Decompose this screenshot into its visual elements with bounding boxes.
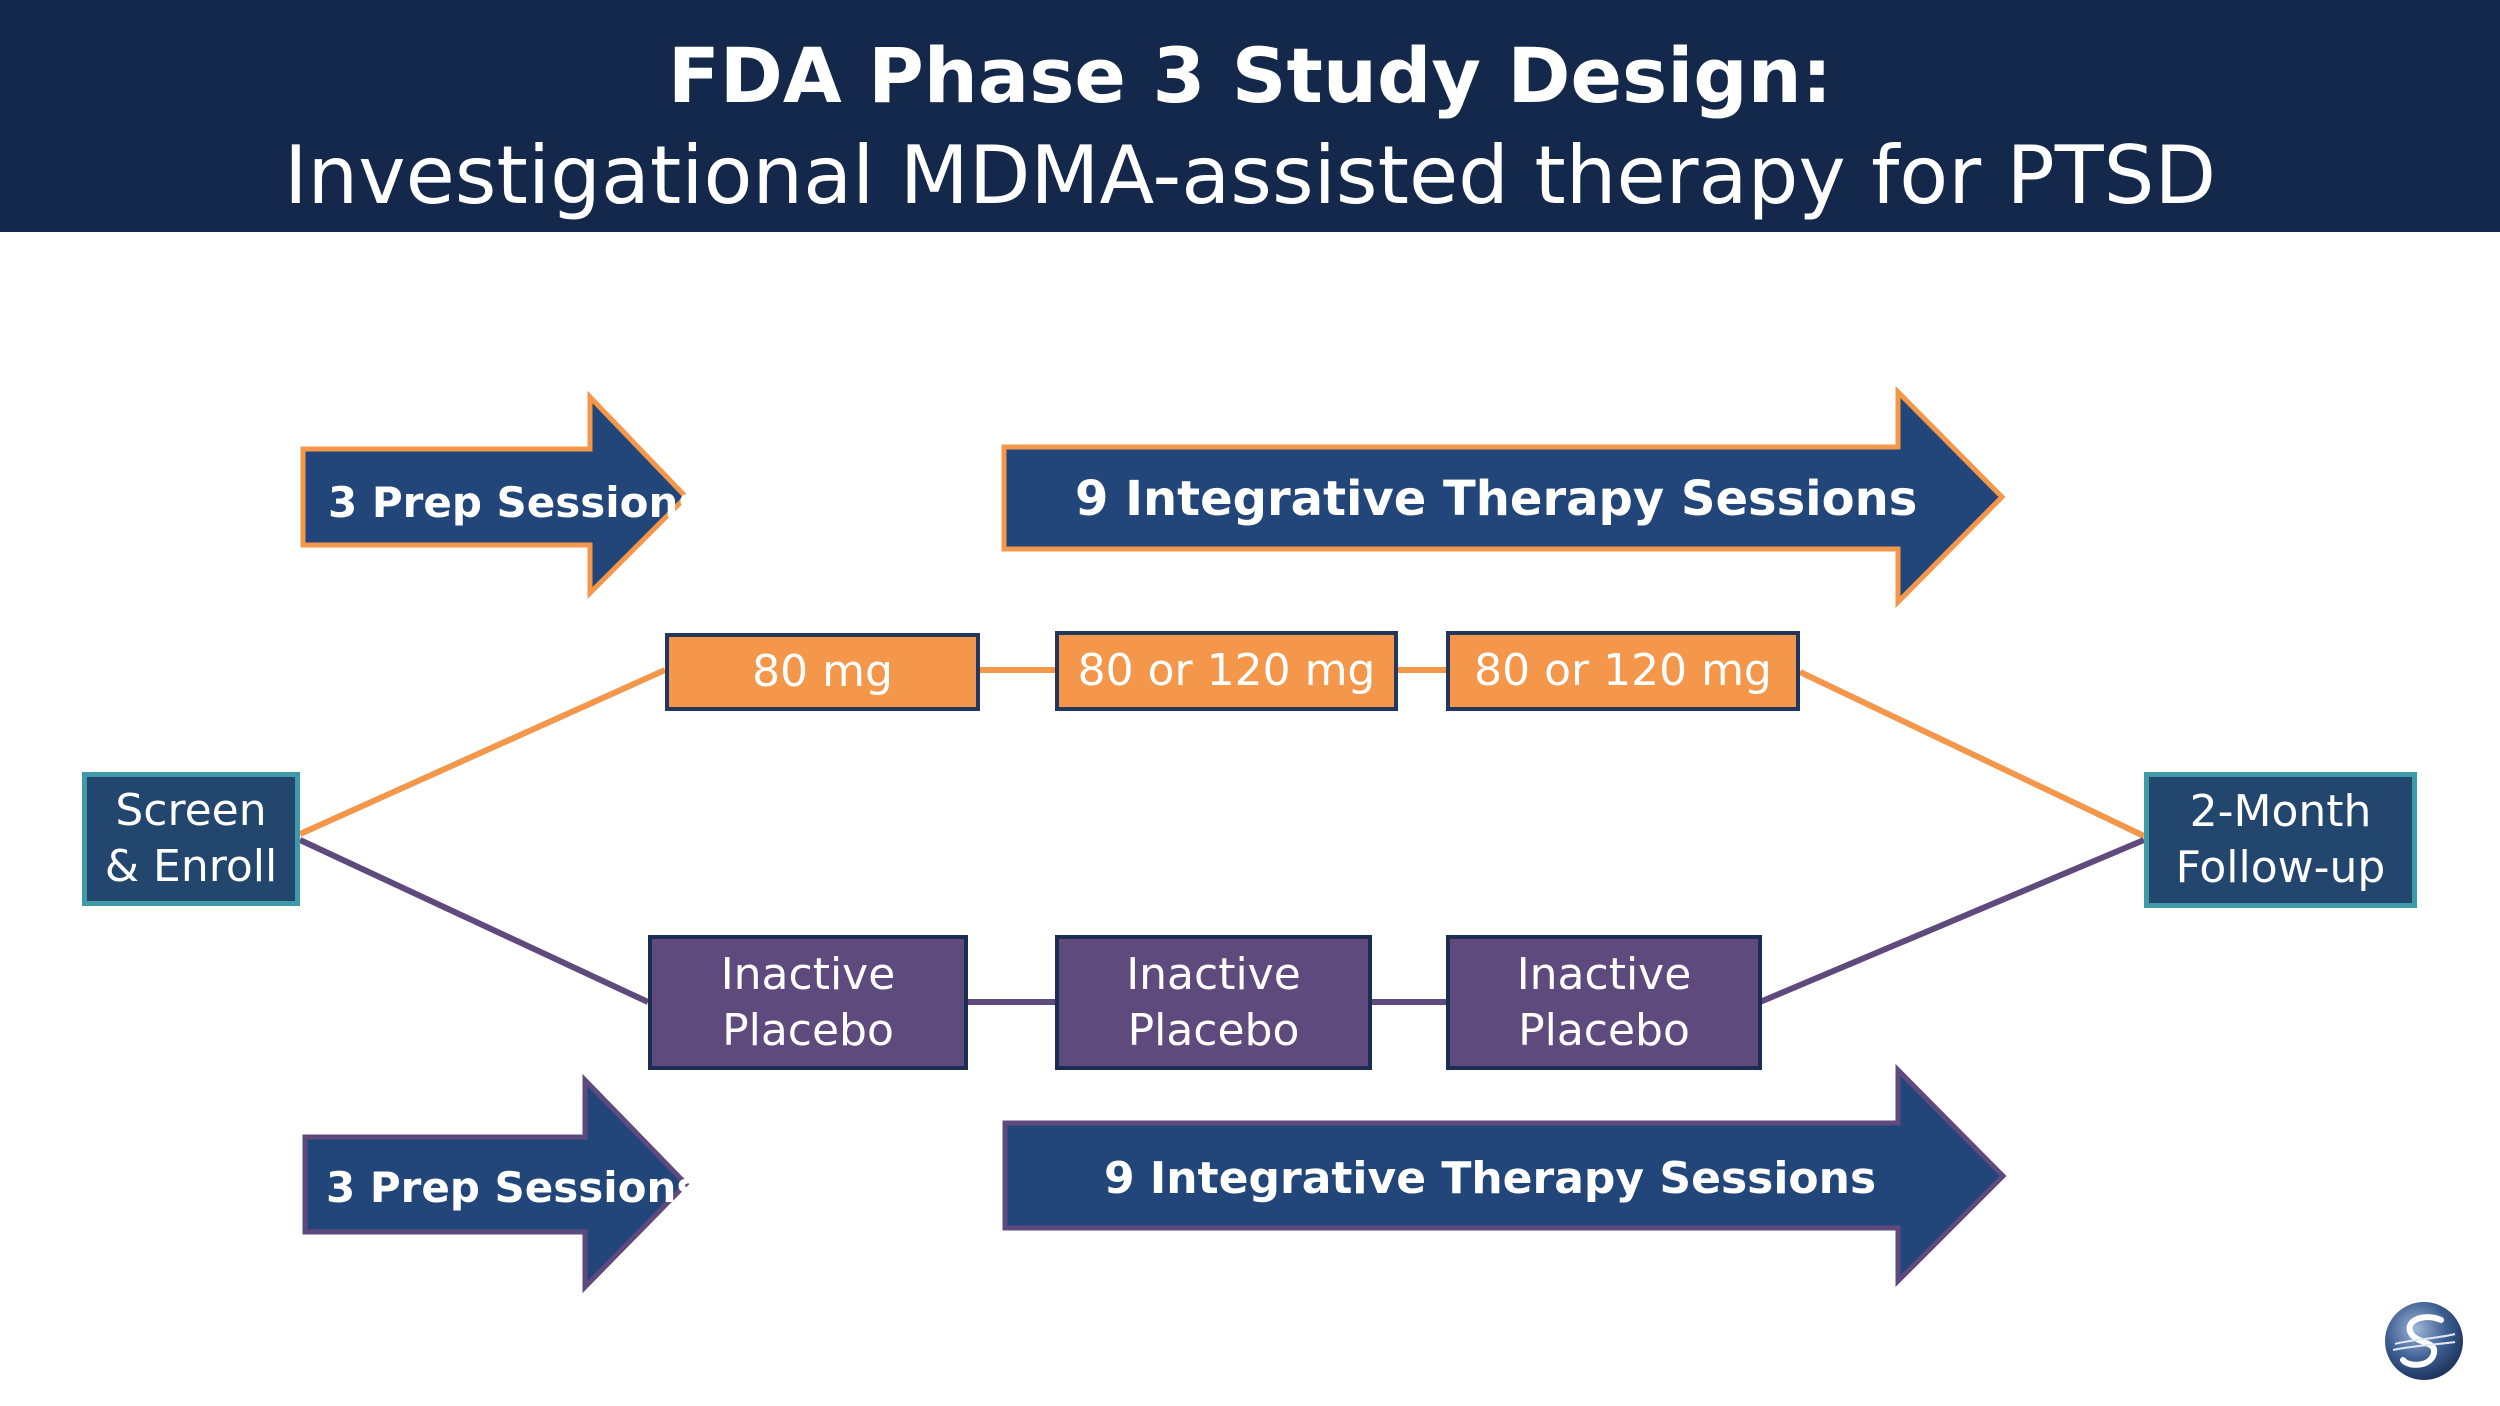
placebo-box-session-1: Inactive Placebo xyxy=(648,935,968,1070)
dose-label: 80 or 120 mg xyxy=(1077,645,1376,696)
follow-up-label: 2-Month Follow-up xyxy=(2175,786,2386,893)
connector-enroll-to-placebo-1 xyxy=(298,837,650,1005)
prep-sessions-label-top: 3 Prep Sessions xyxy=(328,478,704,527)
dose-box-session-3: 80 or 120 mg xyxy=(1446,631,1800,711)
slide-subtitle: Investigational MDMA-assisted therapy fo… xyxy=(283,129,2217,222)
therapy-sessions-label-top: 9 Integrative Therapy Sessions xyxy=(1075,471,1918,527)
follow-up-node: 2-Month Follow-up xyxy=(2144,772,2417,908)
therapy-sessions-arrow-bottom xyxy=(1002,1063,2007,1288)
prep-sessions-arrow-top xyxy=(300,390,690,600)
dose-label: 80 mg xyxy=(752,646,893,697)
therapy-sessions-label-bottom: 9 Integrative Therapy Sessions xyxy=(1104,1153,1877,1204)
connector-placebo-3-to-followup xyxy=(1758,837,2146,1005)
placebo-label: Inactive Placebo xyxy=(1516,948,1692,1056)
dose-box-session-1: 80 mg xyxy=(665,633,980,711)
active-arm-connectors xyxy=(298,667,2146,839)
placebo-arm-connectors xyxy=(298,837,2146,1005)
screen-enroll-node: Screen & Enroll xyxy=(82,772,300,906)
slide-title: FDA Phase 3 Study Design: xyxy=(667,31,1833,120)
therapy-sessions-arrow-top xyxy=(1001,385,2006,609)
placebo-box-session-3: Inactive Placebo xyxy=(1446,935,1762,1070)
prep-sessions-label-bottom: 3 Prep Sessions xyxy=(326,1163,702,1212)
organization-logo-icon xyxy=(2385,1302,2463,1380)
dose-box-session-2: 80 or 120 mg xyxy=(1055,631,1398,711)
screen-enroll-label: Screen & Enroll xyxy=(104,785,278,892)
connector-enroll-to-dose-1 xyxy=(298,667,667,837)
placebo-label: Inactive Placebo xyxy=(720,948,896,1056)
title-banner: FDA Phase 3 Study Design: Investigationa… xyxy=(0,0,2500,232)
connector-dose-3-to-followup xyxy=(1798,669,2146,839)
placebo-box-session-2: Inactive Placebo xyxy=(1055,935,1372,1070)
placebo-label: Inactive Placebo xyxy=(1126,948,1301,1056)
dose-label: 80 or 120 mg xyxy=(1474,645,1772,696)
prep-sessions-arrow-bottom xyxy=(302,1073,690,1294)
